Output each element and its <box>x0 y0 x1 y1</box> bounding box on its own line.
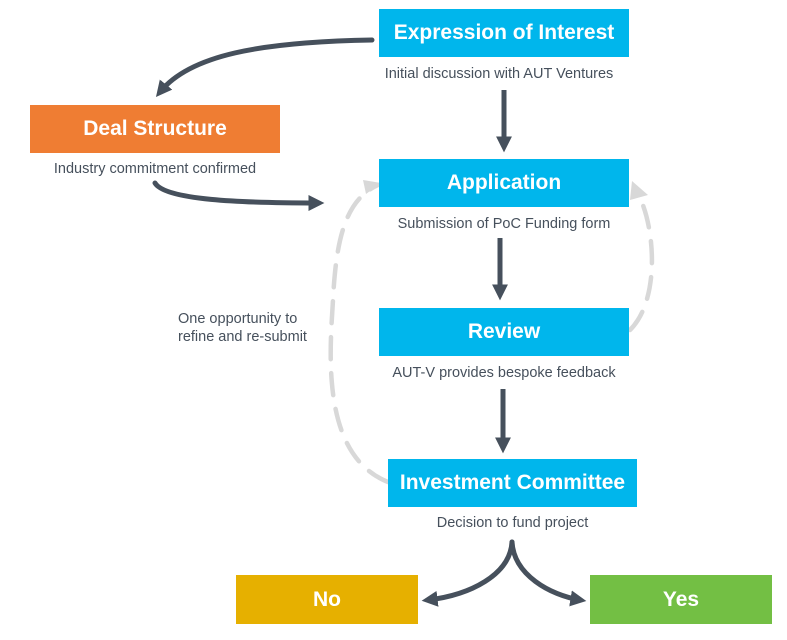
eoi-box: Expression of Interest <box>379 9 629 57</box>
application-box: Application <box>379 159 629 207</box>
eoi-label: Expression of Interest <box>393 21 615 44</box>
refine-note-line-2: refine and re-submit <box>178 329 307 345</box>
committee-to-yes-arrow <box>509 539 587 607</box>
deal-structure-box: Deal Structure <box>30 105 280 153</box>
refine-note-line-1: One opportunity to <box>178 311 298 327</box>
committee-to-no-arrow <box>421 539 515 607</box>
deal-structure-caption: Industry commitment confirmed <box>53 161 257 177</box>
deal-to-application-arrow <box>152 180 325 211</box>
no-label: No <box>313 587 341 611</box>
eoi-to-deal-arrow <box>155 37 375 97</box>
yes-label: Yes <box>662 587 700 611</box>
review-to-application-dashed-arrow <box>627 195 655 333</box>
investment-committee-caption: Decision to fund project <box>436 515 589 531</box>
no-box: No <box>236 575 418 624</box>
investment-committee-label: Investment Committee <box>399 471 626 494</box>
investment-committee-box: Investment Committee <box>388 459 637 507</box>
refine-loop-arrowhead <box>363 180 381 194</box>
refine-loop-dashed-arrow <box>328 182 391 485</box>
deal-structure-label: Deal Structure <box>83 117 227 140</box>
review-loop-arrowhead <box>630 181 648 200</box>
review-caption: AUT-V provides bespoke feedback <box>392 365 616 381</box>
application-label: Application <box>446 171 562 194</box>
refine-note: One opportunity to refine and re-submit <box>178 310 307 346</box>
eoi-caption: Initial discussion with AUT Ventures <box>384 66 614 82</box>
application-caption: Submission of PoC Funding form <box>397 216 611 232</box>
review-box: Review <box>379 308 629 356</box>
yes-box: Yes <box>590 575 772 624</box>
review-label: Review <box>467 320 541 343</box>
